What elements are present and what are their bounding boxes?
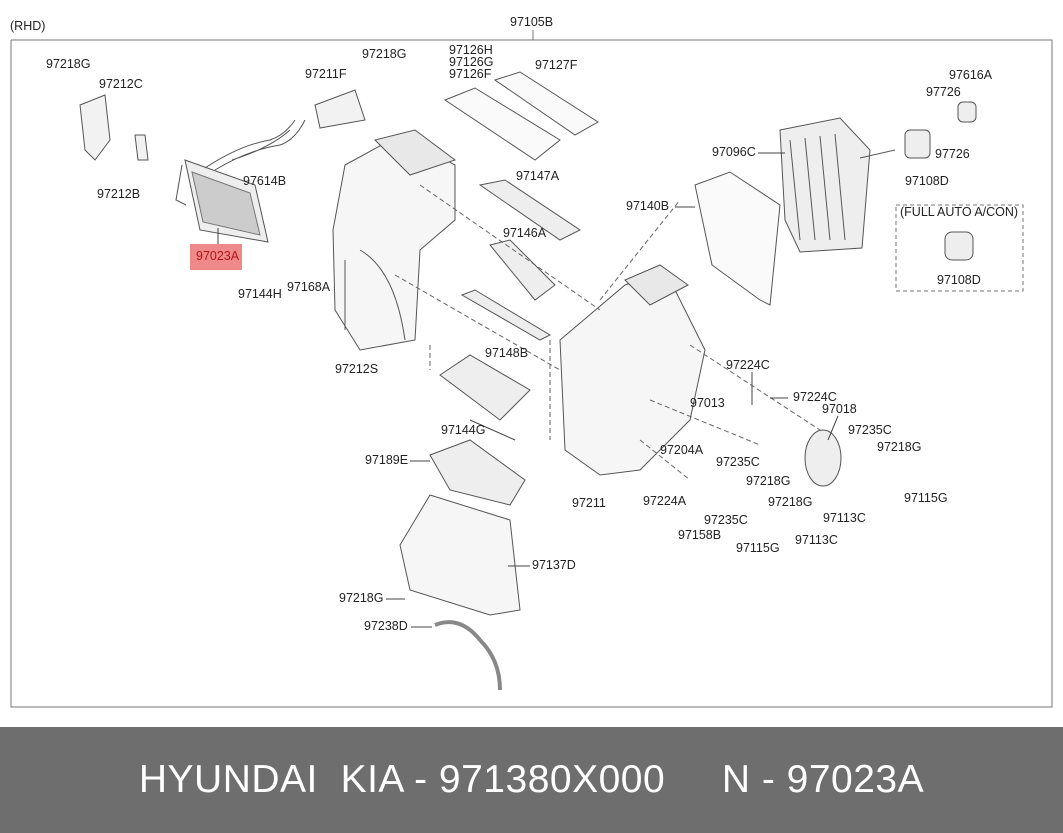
part-label[interactable]: 97726: [935, 147, 970, 161]
part-label[interactable]: 97148B: [485, 346, 529, 360]
duct-97189e: [429, 439, 526, 506]
part-label[interactable]: 97614B: [243, 174, 287, 188]
part-label[interactable]: 97212S: [335, 362, 379, 376]
part-label[interactable]: 97113C: [795, 533, 838, 547]
drain-hose-97238d: [434, 620, 502, 691]
seal-97140b: [694, 171, 781, 306]
part-label[interactable]: 97224C: [726, 358, 770, 372]
evaporator-case-part: [559, 264, 706, 476]
variant-label: (RHD): [10, 19, 46, 33]
part-label[interactable]: 97096C: [712, 145, 756, 159]
part-label[interactable]: 97168A: [287, 280, 331, 294]
valve-97108d: [904, 129, 931, 159]
option-box-title: (FULL AUTO A/CON): [900, 205, 1019, 219]
part-label[interactable]: 97144G: [441, 423, 486, 437]
part-label[interactable]: 97189E: [365, 453, 409, 467]
valve-97108d-option: [944, 231, 974, 261]
part-label[interactable]: 97147A: [516, 169, 560, 183]
part-label[interactable]: 97115G: [904, 491, 948, 505]
diagram-artwork: [10, 30, 1053, 708]
option-box: [895, 204, 1024, 292]
lower-case-97137d: [399, 494, 521, 616]
bracket-97211f: [314, 89, 366, 129]
part-label[interactable]: 97140B: [626, 199, 670, 213]
part-label[interactable]: 97108D: [937, 273, 981, 287]
part-label[interactable]: 97115G: [736, 541, 780, 555]
part-label[interactable]: 97137D: [532, 558, 576, 572]
part-label[interactable]: 97212C: [99, 77, 143, 91]
assembly-label[interactable]: 97105B: [510, 15, 554, 29]
oring-97616a: [957, 101, 977, 123]
part-label[interactable]: 97218G: [46, 57, 91, 71]
door-97144g: [439, 354, 531, 421]
part-label[interactable]: 97018: [822, 402, 857, 416]
seal-97127f: [493, 71, 599, 136]
part-label[interactable]: 97235C: [716, 455, 760, 469]
actuator-97018: [804, 429, 842, 487]
part-label[interactable]: 97108D: [905, 174, 949, 188]
part-label[interactable]: 97218G: [339, 591, 384, 605]
bracket-97212c: [79, 94, 111, 161]
part-label[interactable]: 97218G: [768, 495, 813, 509]
part-label[interactable]: 97616A: [949, 68, 993, 82]
part-label[interactable]: 97126H: [449, 43, 493, 57]
part-label[interactable]: 97218G: [362, 47, 407, 61]
part-label[interactable]: 97158B: [678, 528, 722, 542]
part-label[interactable]: 97238D: [364, 619, 408, 633]
part-label[interactable]: 97144H: [238, 287, 282, 301]
part-label[interactable]: 97126F: [449, 67, 492, 81]
part-label[interactable]: 97235C: [704, 513, 748, 527]
door-97146a: [489, 239, 556, 301]
assembly-frame: [10, 39, 1053, 708]
evaporator-part: [779, 117, 896, 253]
heater-core-part: [175, 119, 306, 243]
part-label[interactable]: 97726: [926, 85, 961, 99]
part-label[interactable]: 97126G: [449, 55, 494, 69]
part-label[interactable]: 97224C: [793, 390, 837, 404]
footer-part-number-text: HYUNDAI KIA - 971380X000 N - 97023A: [138, 758, 925, 801]
part-label[interactable]: 97224A: [643, 494, 687, 508]
door-97147a: [478, 179, 581, 241]
part-label[interactable]: 97218G: [746, 474, 791, 488]
part-label[interactable]: 97218G: [877, 440, 922, 454]
part-label[interactable]: 97211F: [305, 67, 347, 81]
highlight-box: [190, 244, 242, 270]
part-label[interactable]: 97204A: [660, 443, 704, 457]
part-label[interactable]: 97113C: [823, 511, 866, 525]
part-number-footer: HYUNDAI KIA - 971380X000 N - 97023A: [0, 727, 1063, 833]
heater-case-part: [332, 129, 457, 351]
parts-diagram: (RHD) 97105B (FULL AUTO A/CON) 97023A 97…: [10, 15, 1053, 708]
door-97148b: [460, 289, 552, 341]
part-label[interactable]: 97146A: [503, 226, 547, 240]
part-label[interactable]: 97235C: [848, 423, 892, 437]
seal-97126: [443, 87, 561, 161]
clip-97212b: [134, 134, 149, 161]
highlighted-part-label[interactable]: 97023A: [196, 249, 240, 263]
part-label[interactable]: 97212B: [97, 187, 141, 201]
part-label[interactable]: 97211: [572, 496, 606, 510]
part-label[interactable]: 97013: [690, 396, 725, 410]
part-label[interactable]: 97127F: [535, 58, 578, 72]
